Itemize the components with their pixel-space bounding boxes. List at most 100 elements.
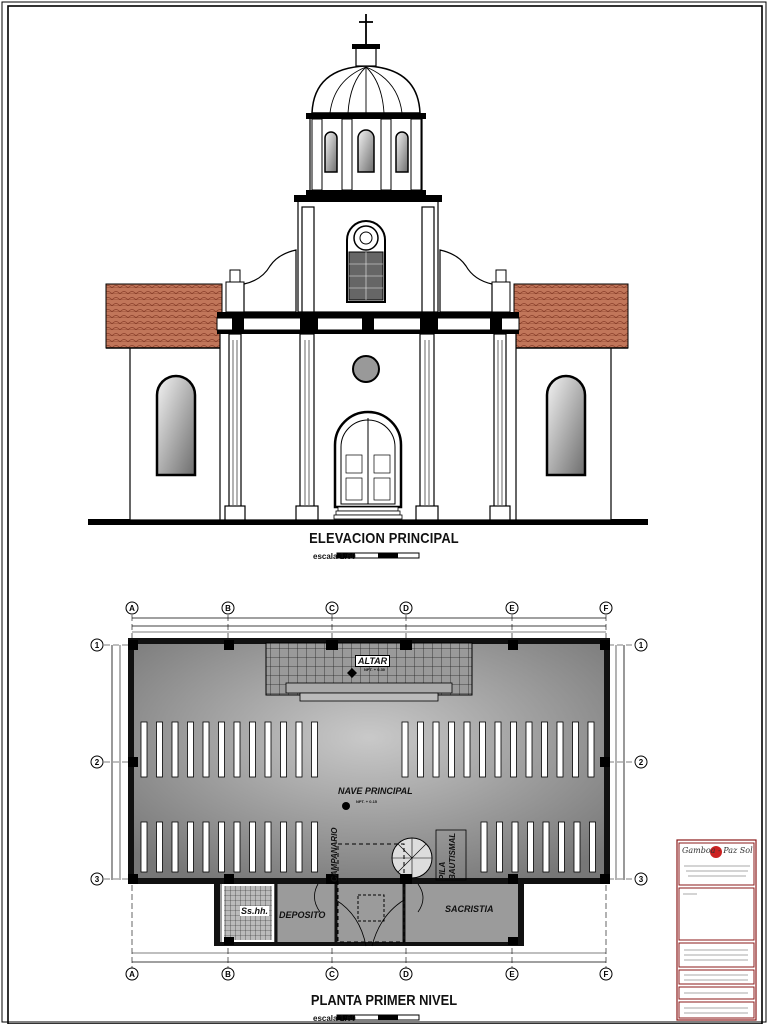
grid-bubble	[90, 755, 104, 769]
grid-numbers-left: 1 2 3	[90, 638, 104, 886]
grid-letters-bottom: A B C D E F	[125, 967, 613, 981]
pew	[280, 721, 287, 778]
pew	[218, 721, 225, 778]
pew	[249, 821, 256, 873]
floor-plan: A B C D E F A B C D E F 1 2 3 1 2 3	[90, 601, 648, 981]
pew	[249, 721, 256, 778]
pew	[187, 721, 194, 778]
grid-bubble	[125, 601, 139, 615]
pew	[496, 821, 503, 873]
grid-bubble	[634, 872, 648, 886]
pew	[401, 721, 409, 778]
grid-numbers-right: 1 2 3	[634, 638, 648, 886]
pew	[587, 721, 595, 778]
grid-label: C	[329, 970, 335, 979]
pew	[463, 721, 471, 778]
pew	[417, 721, 424, 778]
pew	[156, 821, 163, 873]
grid-bubble	[634, 638, 648, 652]
pew	[573, 821, 581, 873]
pew	[479, 721, 486, 778]
grid-bubble	[221, 967, 235, 981]
pew	[233, 821, 241, 873]
pew	[295, 721, 303, 778]
grid-bubble	[399, 601, 413, 615]
room-altar: ALTAR	[355, 655, 391, 667]
room-campanario: CAMPANARIO	[330, 827, 339, 882]
elevation-title: ELEVACION PRINCIPAL	[309, 530, 459, 547]
pew	[311, 721, 318, 778]
pew	[171, 821, 179, 873]
grid-label: E	[509, 604, 515, 613]
pew	[480, 821, 488, 873]
elevation-scale-label: escala 1:60	[313, 552, 356, 561]
pew	[448, 721, 455, 778]
grid-label: E	[509, 970, 515, 979]
grid-label: B	[225, 970, 231, 979]
pew	[233, 721, 241, 778]
pew	[494, 721, 502, 778]
pew	[589, 821, 596, 873]
grid-bubble	[125, 967, 139, 981]
plan-title: PLANTA PRIMER NIVEL	[310, 992, 458, 1009]
room-pila-bautismal: PILA BAUTISMAL	[438, 832, 457, 880]
room-sacristia: SACRISTIA	[445, 904, 494, 914]
pew	[264, 721, 272, 778]
room-deposito: DEPOSITO	[279, 910, 326, 920]
grid-label: 2	[639, 758, 644, 767]
pew	[527, 821, 534, 873]
grid-label: 1	[639, 641, 644, 650]
pew	[542, 821, 550, 873]
pew	[311, 821, 318, 873]
pew	[525, 721, 533, 778]
grid-label: A	[129, 604, 135, 613]
pew	[558, 821, 565, 873]
grid-bubble	[325, 967, 339, 981]
grid-bubble	[221, 601, 235, 615]
pew	[202, 821, 210, 873]
grid-bubble	[505, 601, 519, 615]
grid-bubble	[634, 755, 648, 769]
elevation-drawing	[88, 14, 648, 525]
grid-bubble	[505, 967, 519, 981]
room-sshh: Ss.hh.	[240, 906, 270, 916]
grid-label: 3	[639, 875, 644, 884]
pew	[432, 721, 440, 778]
pew	[510, 721, 517, 778]
pew	[187, 821, 194, 873]
pew	[140, 721, 148, 778]
grid-label: D	[403, 604, 409, 613]
pew	[280, 821, 287, 873]
room-nave-principal: NAVE PRINCIPAL	[338, 786, 413, 796]
pew	[511, 821, 519, 873]
grid-label: 2	[95, 758, 100, 767]
grid-bubble	[90, 872, 104, 886]
pew	[556, 721, 564, 778]
grid-bubble	[399, 967, 413, 981]
pew	[156, 721, 163, 778]
grid-bubble	[90, 638, 104, 652]
grid-bubble	[599, 601, 613, 615]
grid-label: 3	[95, 875, 100, 884]
title-block-logo: Gamboa - Paz Sol	[682, 846, 753, 855]
grid-label: F	[604, 604, 609, 613]
pew	[264, 821, 272, 873]
grid-label: F	[604, 970, 609, 979]
pew	[202, 721, 210, 778]
grid-label: 1	[95, 641, 100, 650]
pew	[572, 721, 579, 778]
pew	[140, 821, 148, 873]
title-block	[676, 839, 757, 1021]
plan-scale-label: escala 1:60	[313, 1014, 356, 1023]
grid-bubble	[325, 601, 339, 615]
grid-label: B	[225, 604, 231, 613]
grid-label: A	[129, 970, 135, 979]
grid-bubble	[599, 967, 613, 981]
pew	[171, 721, 179, 778]
pew	[218, 821, 225, 873]
pew	[295, 821, 303, 873]
altar-level: NPT. + 0.30	[364, 667, 386, 672]
grid-label: D	[403, 970, 409, 979]
